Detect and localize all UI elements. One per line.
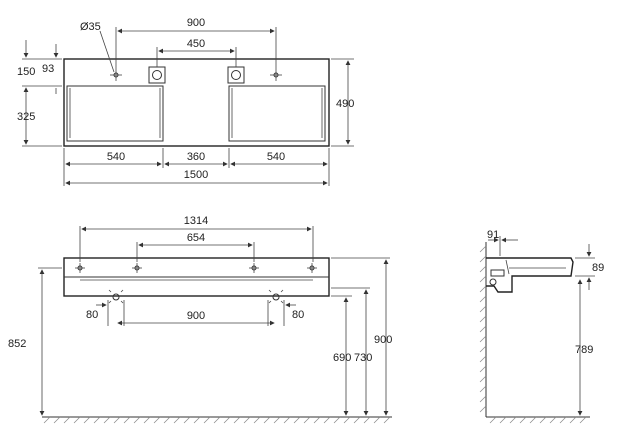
dim-total-width: 1500 — [184, 169, 208, 181]
dim-center: 360 — [187, 151, 205, 163]
dim-89: 89 — [592, 262, 604, 274]
dim-91: 91 — [487, 229, 499, 241]
dim-bowl-right: 540 — [267, 151, 285, 163]
top-bowl-left — [66, 85, 164, 142]
drain-left — [108, 289, 124, 304]
hole-diameter-label: Ø35 — [80, 21, 101, 33]
dim-waste-spacing: 450 — [187, 38, 205, 50]
wall-hatch — [479, 245, 587, 424]
dim-789: 789 — [575, 344, 593, 356]
dim-1314: 1314 — [184, 215, 208, 227]
dim-690: 690 — [333, 352, 351, 364]
dim-852: 852 — [8, 338, 26, 350]
side-view: 91 89 789 — [479, 229, 604, 424]
tap-hole-right — [270, 69, 282, 81]
dim-right-490: 490 — [336, 98, 354, 110]
top-basin-outline — [63, 58, 330, 147]
dim-900-bottom: 900 — [187, 310, 205, 322]
dim-80-right: 80 — [292, 309, 304, 321]
front-view: 1314 654 80 80 900 852 690 730 900 — [8, 215, 392, 424]
side-basin-profile — [486, 257, 574, 293]
floor-hatch — [43, 416, 391, 424]
dim-80-left: 80 — [86, 309, 98, 321]
top-bowl-right — [228, 85, 326, 142]
dim-bowl-left: 540 — [107, 151, 125, 163]
drain-right — [268, 289, 284, 304]
dim-tap-spacing: 900 — [187, 17, 205, 29]
dim-left-150: 150 — [17, 66, 35, 78]
top-view: 900 450 Ø35 150 93 325 490 540 36 — [17, 17, 354, 186]
dim-730: 730 — [354, 352, 372, 364]
dim-left-325: 325 — [17, 111, 35, 123]
waste-right — [227, 66, 245, 84]
front-tap-marks — [75, 263, 317, 273]
waste-left — [148, 66, 166, 84]
dim-654: 654 — [187, 232, 205, 244]
dim-left-93: 93 — [42, 63, 54, 75]
tap-hole-left — [110, 69, 122, 81]
dim-900-right: 900 — [374, 334, 392, 346]
